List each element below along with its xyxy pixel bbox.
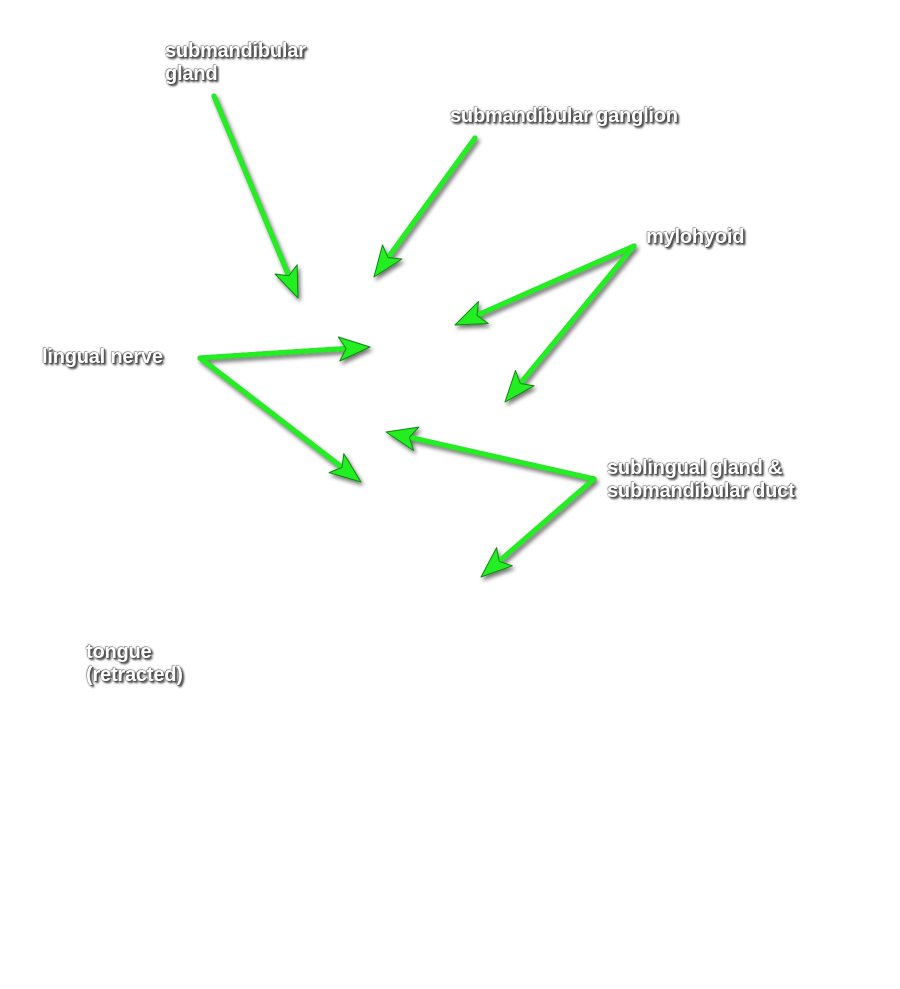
arrow-shaft bbox=[496, 476, 597, 564]
label-line: tongue bbox=[86, 641, 152, 663]
label-line: (retracted) bbox=[86, 664, 183, 686]
label-submandibular-gland: submandibular gland bbox=[165, 40, 306, 86]
label-line: sublingual gland & bbox=[607, 457, 783, 479]
arrow-lingual-nerve-upper bbox=[197, 336, 371, 362]
arrowhead bbox=[504, 370, 535, 403]
arrow-lingual-nerve-lower bbox=[197, 355, 362, 483]
label-tongue: tongue (retracted) bbox=[86, 641, 183, 687]
label-line: submandibular ganglion bbox=[450, 105, 678, 127]
arrow-mylohyoid-upper bbox=[454, 243, 637, 326]
label-submandibular-ganglion: submandibular ganglion bbox=[450, 105, 678, 128]
arrow-submandibular-ganglion bbox=[373, 135, 478, 278]
arrow-shaft bbox=[197, 346, 349, 361]
label-lingual-nerve: lingual nerve bbox=[42, 346, 163, 369]
label-mylohyoid: mylohyoid bbox=[646, 226, 744, 249]
arrow-shaft bbox=[517, 243, 637, 387]
arrow-mylohyoid-lower bbox=[504, 243, 637, 403]
arrow-shaft bbox=[197, 355, 345, 470]
label-sublingual-gland-submandibular-duct: sublingual gland & submandibular duct bbox=[607, 457, 795, 503]
arrow-shaft bbox=[474, 243, 637, 318]
label-line: gland bbox=[165, 63, 218, 85]
label-line: lingual nerve bbox=[42, 346, 163, 368]
arrowhead bbox=[454, 301, 489, 326]
label-line: submandibular bbox=[165, 40, 306, 62]
arrowhead bbox=[337, 336, 371, 362]
arrow-shaft bbox=[406, 434, 597, 482]
arrowhead bbox=[385, 426, 420, 451]
arrow-submandibular-gland bbox=[211, 93, 299, 299]
arrowhead bbox=[274, 264, 299, 299]
arrowhead bbox=[328, 453, 362, 483]
label-line: mylohyoid bbox=[646, 226, 745, 248]
arrow-sublingual-gland-upper bbox=[385, 426, 597, 482]
label-line: submandibular duct bbox=[607, 480, 795, 502]
arrowhead bbox=[373, 244, 403, 278]
arrow-shaft bbox=[385, 135, 478, 261]
arrow-sublingual-gland-lower bbox=[480, 476, 597, 578]
arrow-shaft bbox=[211, 93, 292, 279]
arrowhead bbox=[480, 547, 513, 578]
